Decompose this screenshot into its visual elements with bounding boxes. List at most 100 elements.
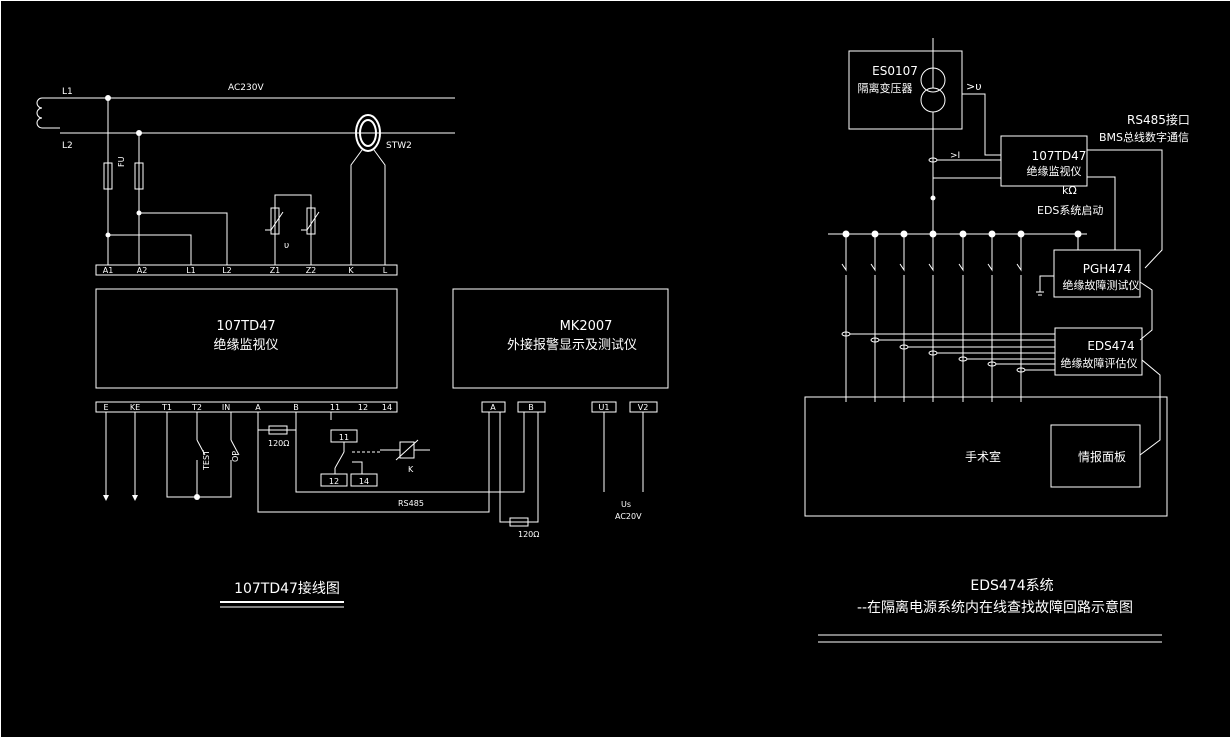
label-relay-k: K bbox=[408, 465, 414, 474]
bottom-terminal-11: 11 bbox=[330, 403, 340, 412]
contact-12: 12 bbox=[329, 477, 339, 486]
transformer-box bbox=[848, 50, 963, 130]
monitor-model: 107TD47 bbox=[1032, 149, 1087, 163]
label-l1: L1 bbox=[62, 87, 73, 97]
top-terminal-l2: L2 bbox=[222, 266, 232, 275]
right-caption-2: --在隔离电源系统内在线查找故障回路示意图 bbox=[857, 599, 1133, 616]
transformer-sym: >υ bbox=[966, 80, 982, 93]
varistor-z2 bbox=[306, 207, 316, 235]
eds474-box bbox=[1054, 327, 1143, 376]
info-panel-box bbox=[1050, 424, 1141, 488]
resistor-120-a bbox=[268, 425, 288, 435]
label-op: OP bbox=[231, 451, 240, 462]
feeder-breaker bbox=[1016, 262, 1022, 272]
top-terminal-a2: A2 bbox=[137, 266, 148, 275]
bottom-terminal-a: A bbox=[255, 403, 261, 412]
top-terminal-a1: A1 bbox=[103, 266, 114, 275]
device2-model: MK2007 bbox=[560, 319, 613, 334]
monitor-107td47-box bbox=[1000, 135, 1088, 187]
bottom-terminal-14: 14 bbox=[382, 403, 392, 412]
monitor-unit: kΩ bbox=[1062, 184, 1077, 197]
feeder-breaker bbox=[870, 262, 876, 272]
junction-dot bbox=[194, 494, 200, 500]
device-107td47-box bbox=[95, 288, 398, 389]
bottom-terminal-b: B bbox=[293, 403, 299, 412]
feeder-breaker bbox=[958, 262, 964, 272]
ct-ring-inner bbox=[359, 119, 377, 147]
pgh-model: PGH474 bbox=[1083, 262, 1131, 276]
feeder-breaker bbox=[987, 262, 993, 272]
label-varistor: υ bbox=[284, 241, 289, 251]
feeder-lines bbox=[841, 230, 1025, 402]
eds-model: EDS474 bbox=[1087, 339, 1134, 353]
label-ac20v: AC20V bbox=[615, 512, 642, 521]
device-mk2007-box bbox=[452, 288, 669, 389]
bottom-terminal-ke: KE bbox=[130, 403, 140, 412]
sensor-wires bbox=[841, 331, 1055, 373]
device2-name: 外接报警显示及测试仪 bbox=[507, 337, 637, 353]
terminal-b-box bbox=[517, 401, 546, 413]
bms-label: BMS总线数字通信 bbox=[1099, 130, 1189, 144]
terminal-v2: V2 bbox=[638, 403, 649, 412]
label-stw2: STW2 bbox=[386, 141, 412, 151]
contact-12-box bbox=[320, 473, 348, 487]
resistor1-label: 120Ω bbox=[268, 439, 289, 448]
top-terminal-z1: Z1 bbox=[270, 266, 281, 275]
monitor-name: 绝缘监视仪 bbox=[1027, 164, 1082, 178]
contact-14-box bbox=[350, 473, 378, 487]
ct-ring-outer bbox=[355, 114, 381, 152]
test-switch bbox=[196, 439, 206, 456]
left-caption: 107TD47接线图 bbox=[234, 580, 340, 597]
label-us: Us bbox=[621, 500, 631, 509]
top-terminal-l: L bbox=[383, 266, 388, 275]
contact-11: 11 bbox=[339, 433, 349, 442]
label-l2: L2 bbox=[62, 141, 73, 151]
source-coil bbox=[36, 97, 60, 129]
eds-start-label: EDS系统启动 bbox=[1037, 204, 1103, 217]
op-switch bbox=[230, 439, 240, 456]
rs485-label: RS485接口 bbox=[1127, 112, 1190, 127]
panel-label: 情报面板 bbox=[1078, 449, 1126, 464]
junction-dot bbox=[930, 195, 936, 201]
operating-room-box bbox=[804, 396, 1168, 517]
transformer-coil-1 bbox=[920, 67, 946, 93]
top-terminal-z2: Z2 bbox=[306, 266, 317, 275]
contact-14: 14 bbox=[359, 477, 369, 486]
bottom-terminal-in: IN bbox=[222, 403, 230, 412]
transformer-name: 隔离变压器 bbox=[858, 81, 913, 95]
label-rs485: RS485 bbox=[398, 499, 424, 508]
fuse-2 bbox=[134, 162, 144, 190]
arrow-e bbox=[103, 495, 109, 501]
bottom-terminal-e: E bbox=[103, 403, 108, 412]
varistor-z1 bbox=[270, 207, 280, 235]
terminal-u1: U1 bbox=[599, 403, 610, 412]
relay-contact bbox=[334, 451, 345, 469]
pgh474-box bbox=[1053, 249, 1141, 298]
pgh-name: 绝缘故障测试仪 bbox=[1063, 278, 1140, 292]
device1-model: 107TD47 bbox=[216, 319, 275, 334]
resistor-120-b bbox=[509, 517, 529, 527]
device1-name: 绝缘监视仪 bbox=[213, 337, 278, 353]
right-caption-1: EDS474系统 bbox=[970, 578, 1053, 594]
label-test: TEST bbox=[202, 450, 211, 471]
top-terminal-k: K bbox=[348, 266, 354, 275]
bottom-terminal-t2: T2 bbox=[191, 403, 202, 412]
feeder-breaker bbox=[899, 262, 905, 272]
label-fu: FU bbox=[117, 156, 126, 167]
label-ac230v: AC230V bbox=[228, 83, 264, 93]
transformer-model: ES0107 bbox=[872, 64, 918, 78]
fuse-1 bbox=[103, 162, 113, 190]
right-system-diagram: ES0107 隔离变压器 >υ >I 107TD47 绝缘监视仪 kΩ RS48… bbox=[804, 38, 1190, 643]
top-terminal-l1: L1 bbox=[186, 266, 196, 275]
top-terminal-strip bbox=[95, 264, 398, 276]
bottom-terminal-12: 12 bbox=[358, 403, 368, 412]
feeder-breaker bbox=[928, 262, 934, 272]
i-sym: >I bbox=[950, 151, 960, 161]
arrow-ke bbox=[132, 495, 138, 501]
resistor2-label: 120Ω bbox=[518, 530, 539, 539]
feeder-breaker bbox=[841, 262, 847, 272]
